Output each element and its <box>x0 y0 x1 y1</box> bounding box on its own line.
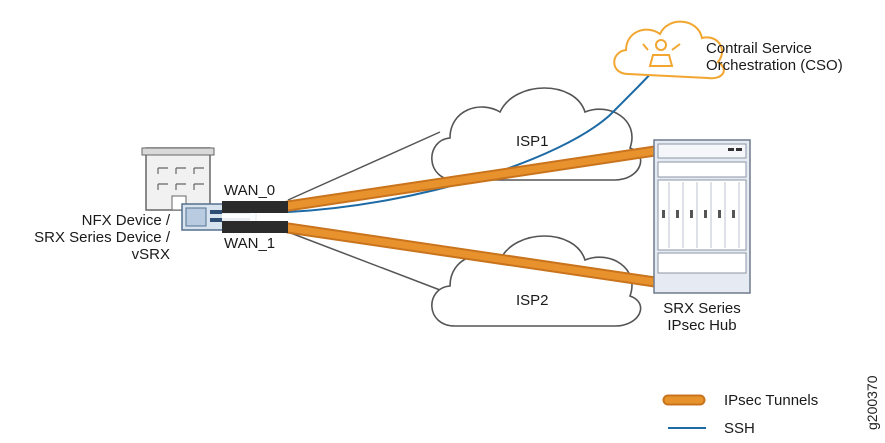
cso-label: Contrail Service Orchestration (CSO) <box>706 40 843 74</box>
cso-label-line1: Contrail Service <box>706 40 812 57</box>
figure-id: g200370 <box>864 375 880 430</box>
wan0-port <box>222 201 288 213</box>
srx-hub-icon <box>653 139 751 294</box>
ipsec-tunnel-1 <box>282 145 661 212</box>
legend-ssh-label: SSH <box>724 420 755 437</box>
wan1-label: WAN_1 <box>224 235 276 252</box>
isp1-label: ISP1 <box>516 133 549 150</box>
spoke-label-line1: NFX Device / <box>81 212 170 229</box>
link-wan0-isp1 <box>287 131 441 201</box>
isp2-label: ISP2 <box>516 292 549 309</box>
wan1-port <box>222 221 288 233</box>
building-icon <box>141 147 215 211</box>
spoke-label-line2: SRX Series Device / <box>34 229 170 246</box>
ssh-line <box>287 59 663 213</box>
cso-cloud-icon <box>613 20 725 80</box>
hub-label: SRX Series IPsec Hub <box>654 300 750 334</box>
link-wan1-isp2 <box>287 231 441 291</box>
legend-ipsec-label: IPsec Tunnels <box>724 392 819 409</box>
hub-label-line1: SRX Series <box>663 300 741 317</box>
cso-label-line2: Orchestration (CSO) <box>706 57 843 74</box>
spoke-label-line3: vSRX <box>131 246 170 263</box>
wan0-label: WAN_0 <box>224 182 276 199</box>
hub-label-line2: IPsec Hub <box>667 317 737 334</box>
spoke-label: NFX Device / SRX Series Device / vSRX <box>0 212 170 263</box>
ipsec-tunnel-2 <box>282 222 661 288</box>
